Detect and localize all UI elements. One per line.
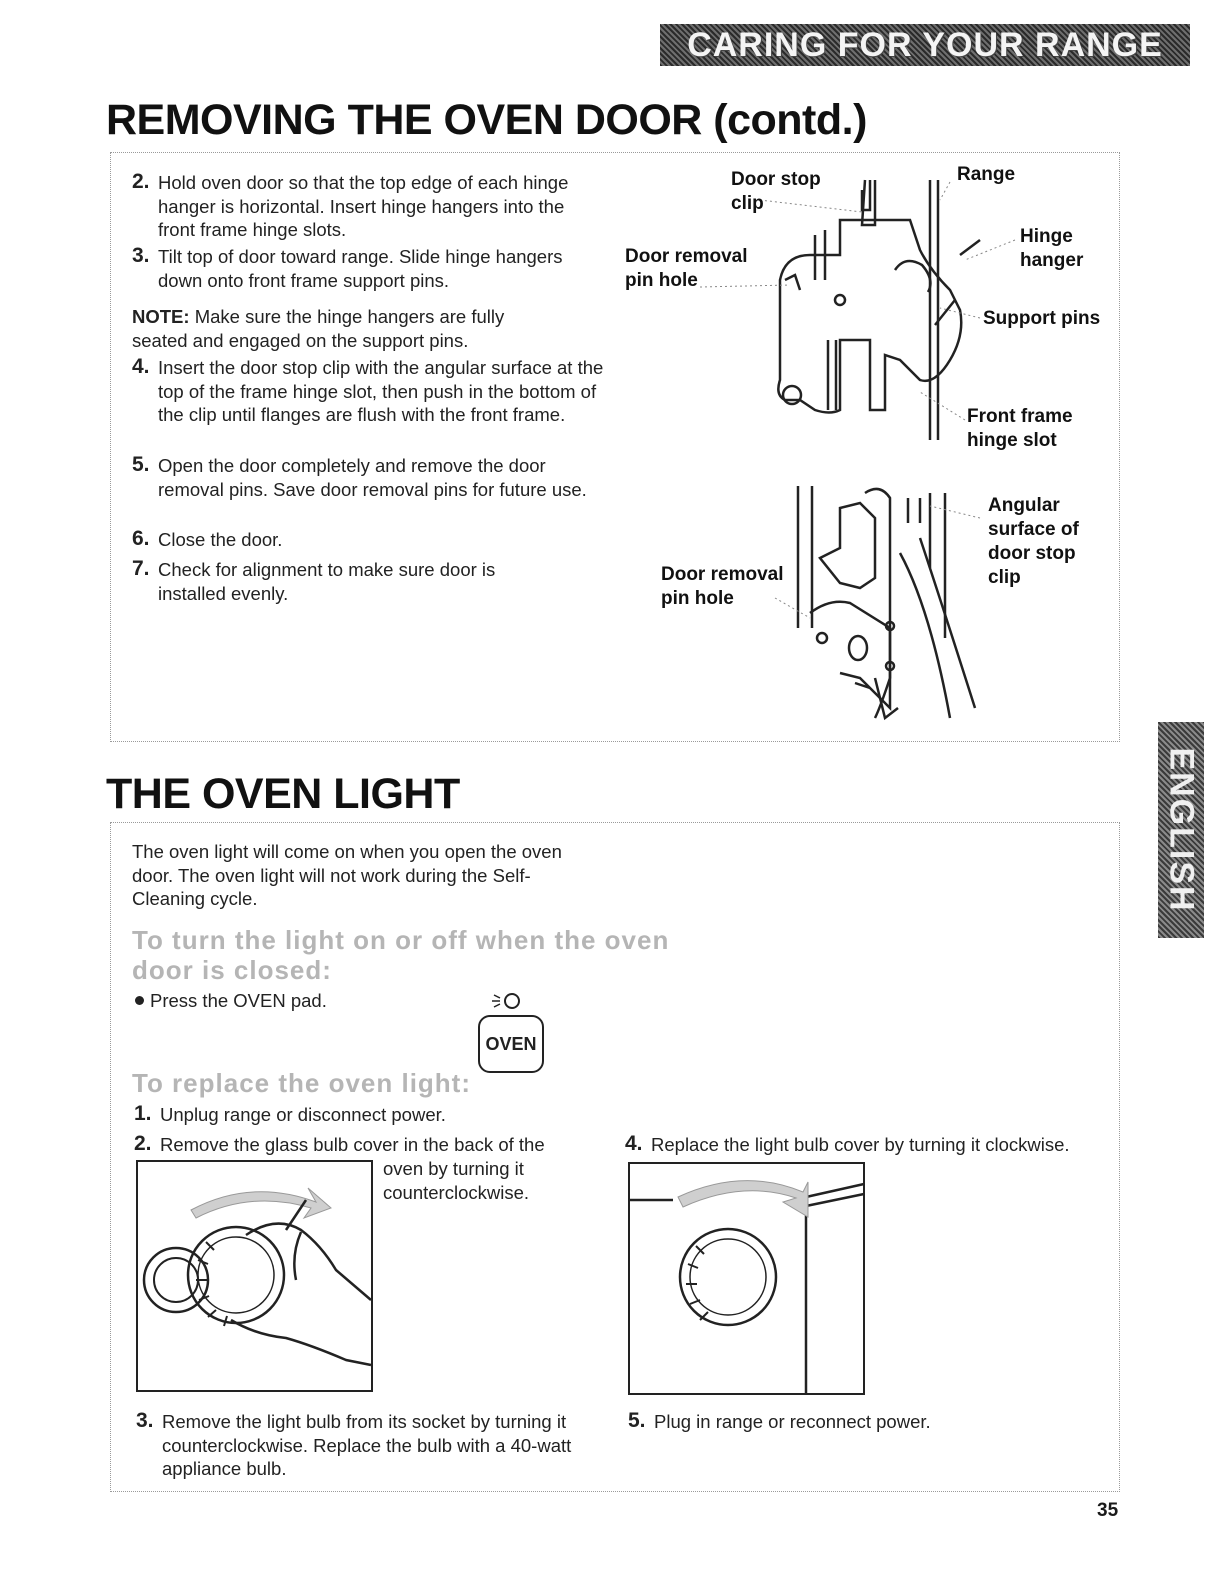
label-door-stop-clip: Door stop clip — [731, 169, 821, 214]
section-banner: CARING FOR YOUR RANGE — [660, 24, 1190, 66]
oven-light-title: THE OVEN LIGHT — [106, 770, 460, 818]
oven-light-box — [110, 822, 1120, 1492]
door-step-7: 7. Check for alignment to make sure door… — [132, 557, 496, 604]
remove-cover-illustration — [136, 1160, 373, 1392]
subheading-turn-light: To turn the light on or off when the ove… — [132, 925, 670, 985]
language-tab: ENGLISH — [1158, 722, 1204, 938]
door-step-6: 6. Close the door. — [132, 527, 283, 550]
light-step-2-continued: oven by turning it counterclockwise. — [383, 1158, 530, 1203]
door-step-2: 2. Hold oven door so that the top edge o… — [132, 170, 569, 240]
page-title: REMOVING THE OVEN DOOR (contd.) — [106, 96, 867, 144]
label-door-removal-pin-hole-1: Door removal pin hole — [625, 246, 748, 291]
oven-pad-button[interactable]: OVEN — [478, 1015, 544, 1073]
door-step-5: 5. Open the door completely and remove t… — [132, 453, 587, 500]
light-step-3: 3. Remove the light bulb from its socket… — [136, 1409, 572, 1479]
door-step-3: 3. Tilt top of door toward range. Slide … — [132, 244, 563, 291]
label-range: Range — [957, 164, 1016, 185]
label-support-pins: Support pins — [983, 308, 1101, 329]
light-indicator-icon — [492, 993, 520, 1009]
label-door-removal-pin-hole-2: Door removal pin hole — [661, 564, 784, 609]
hinge-diagram-bottom — [774, 486, 981, 721]
press-oven-bullet: Press the OVEN pad. — [135, 989, 327, 1013]
label-angular-surface: Angular surface of door stop clip — [988, 495, 1079, 588]
door-step-4: 4. Insert the door stop clip with the an… — [132, 355, 604, 425]
replace-cover-illustration — [628, 1162, 865, 1395]
page-number: 35 — [1097, 1500, 1119, 1521]
oven-light-intro: The oven light will come on when you ope… — [132, 841, 562, 909]
hinge-diagram-top — [699, 179, 1016, 440]
door-section-box — [110, 152, 1120, 742]
light-step-2: 2. Remove the glass bulb cover in the ba… — [134, 1132, 545, 1155]
subheading-replace-light: To replace the oven light: — [132, 1068, 472, 1098]
light-step-5: 5. Plug in range or reconnect power. — [628, 1409, 931, 1432]
label-front-frame-hinge-slot: Front frame hinge slot — [967, 406, 1073, 451]
label-hinge-hanger: Hinge hanger — [1020, 226, 1084, 271]
light-step-4: 4. Replace the light bulb cover by turni… — [625, 1132, 1070, 1155]
bullet-icon — [135, 996, 144, 1005]
door-note: NOTE: Make sure the hinge hangers are fu… — [132, 306, 505, 351]
light-step-1: 1. Unplug range or disconnect power. — [134, 1102, 446, 1125]
